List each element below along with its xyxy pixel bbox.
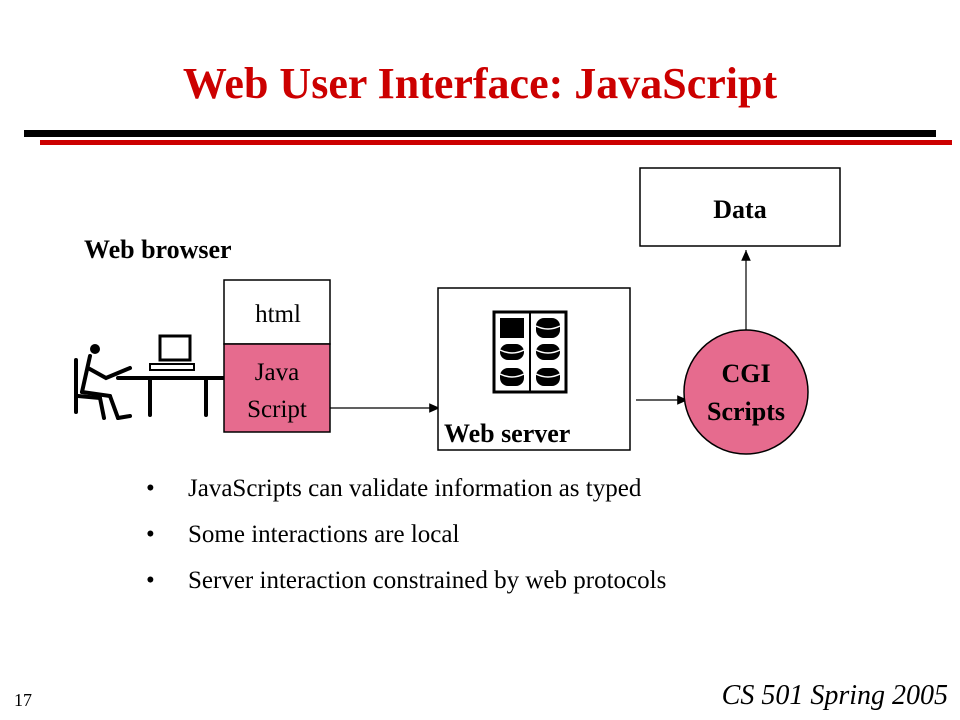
bullet-marker: • [146,475,155,502]
bullet-item: • JavaScripts can validate information as… [140,476,666,522]
cgi-label-line1: CGI [721,359,770,388]
server-rack-icon [492,310,568,394]
cgi-label-line2: Scripts [707,397,785,426]
web-server-label: Web server [444,419,570,448]
html-label: html [255,301,301,328]
user-at-computer-icon [74,334,230,420]
bullet-marker: • [146,521,155,548]
bullet-marker: • [146,567,155,594]
footer-course: CS 501 Spring 2005 [721,680,948,711]
title-rule-red [40,140,952,145]
javascript-box [223,343,331,433]
bullet-item: • Server interaction constrained by web p… [140,568,666,614]
bullet-item: • Some interactions are local [140,522,666,568]
web-browser-label: Web browser [84,235,232,264]
bullet-text: Some interactions are local [188,521,460,548]
bullet-text: JavaScripts can validate information as … [188,475,642,502]
bullet-list: • JavaScripts can validate information as… [140,476,666,614]
title-rule-dark [24,130,936,137]
javascript-label-line2: Script [247,396,307,423]
javascript-label-line1: Java [255,359,299,386]
cgi-scripts-node [683,329,809,455]
slide-title: Web User Interface: JavaScript [182,59,778,108]
bullet-text: Server interaction constrained by web pr… [188,567,667,594]
page-number: 17 [14,690,32,710]
data-box [639,167,841,247]
data-label: Data [713,195,766,224]
